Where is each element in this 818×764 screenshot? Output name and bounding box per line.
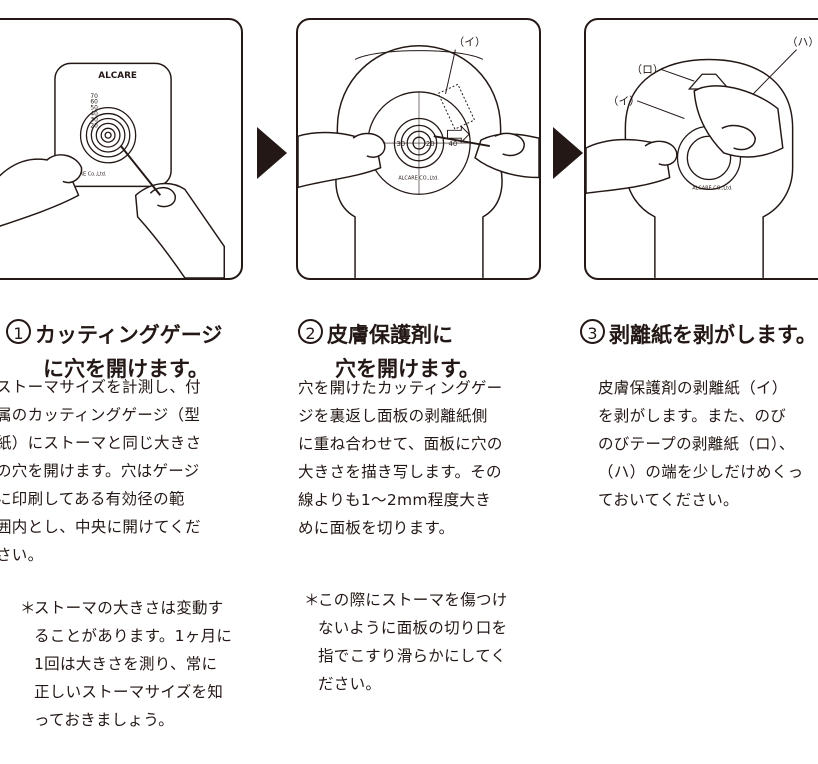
step2-body-line: ジを裏返し面板の剥離紙側 bbox=[298, 407, 488, 425]
cutting-gauge-illustration: ALCARE 70 60 50 40 30 20 ALCARE Co.,Ltd. bbox=[0, 62, 226, 278]
paper-footer-mark: ALCARE CO.,Ltd. bbox=[692, 185, 733, 191]
step1-body-line: さい。 bbox=[0, 546, 44, 564]
step3-illustration: （ハ） （ロ） （イ） ALCARE CO.,Ltd. bbox=[584, 18, 818, 280]
next-step-arrow bbox=[553, 127, 583, 179]
step1-illustration: ALCARE 70 60 50 40 30 20 ALCARE Co.,Ltd. bbox=[0, 18, 243, 280]
step3-body-line: のびテープの剥離紙（ロ）、 bbox=[598, 435, 795, 453]
callout-label-ha: （ハ） bbox=[787, 36, 818, 49]
gauge-tick-20: 20 bbox=[90, 123, 98, 129]
step1-note-line: 1回は大きさを測り、常に bbox=[34, 655, 218, 673]
step3-body-line: （ハ）の端を少しだけめくっ bbox=[598, 463, 804, 481]
gauge-logo: ALCARE bbox=[98, 71, 137, 81]
step2-body-line: 大きさを描き写します。その bbox=[298, 463, 502, 481]
step2-note-line: ないように面板の切り口を bbox=[318, 619, 508, 637]
note-asterisk: ＊ bbox=[20, 599, 36, 617]
step1-body-line: 囲内とし、中央に開けてくだ bbox=[0, 518, 201, 536]
step2-note: ＊ この際にストーマを傷つけ ないように面板の切り口を 指でこすり滑らかにしてく… bbox=[304, 586, 544, 698]
step1-body-line: に印刷してある有効径の範 bbox=[0, 490, 185, 508]
step1-body-line: 属のカッティングゲージ（型 bbox=[0, 406, 201, 424]
gauge-footer-mark: ALCARE Co.,Ltd. bbox=[67, 172, 107, 178]
step2-number: 2 bbox=[298, 319, 323, 344]
step1-body-line: 紙）にストーマと同じ大きさ bbox=[0, 434, 202, 452]
callout-label-i: （イ） bbox=[608, 95, 640, 108]
barrier-footer-mark: ALCARE CO.,Ltd. bbox=[398, 175, 439, 181]
step1-note: ＊ ストーマの大きさは変動す ることがあります。1ヶ月に 1回は大きさを測り、常… bbox=[20, 594, 244, 734]
step2-title-line1: 皮膚保護剤に bbox=[327, 323, 453, 347]
step2-body: 穴を開けたカッティングゲー ジを裏返し面板の剥離紙側 に重ね合わせて、面板に穴の… bbox=[298, 374, 548, 542]
step1-body-line: ストーマサイズを計測し、付 bbox=[0, 378, 201, 396]
step2-body-line: 穴を開けたカッティングゲー bbox=[298, 379, 503, 397]
gauge-tick-40: 40 bbox=[90, 112, 98, 118]
callout-label-i: （イ） bbox=[453, 36, 485, 49]
step2-note-line: 指でこすり滑らかにしてく bbox=[318, 647, 507, 665]
gauge-tick-30: 30 bbox=[90, 117, 98, 123]
callout-label-ro: （ロ） bbox=[631, 63, 663, 76]
next-step-arrow bbox=[257, 127, 287, 179]
step1-note-line: ることがあります。1ヶ月に bbox=[34, 627, 233, 645]
step2-note-line: ださい。 bbox=[318, 675, 382, 693]
step3-body-line: を剥がします。また、のび bbox=[598, 407, 787, 425]
step1-title-line2: に穴を開けます。 bbox=[43, 357, 209, 381]
scale-label-20: 20 bbox=[426, 140, 435, 148]
step1-body: ストーマサイズを計測し、付 属のカッティングゲージ（型 紙）にストーマと同じ大き… bbox=[0, 373, 242, 569]
step3-body-line: 皮膚保護剤の剥離紙（イ） bbox=[598, 379, 788, 397]
scale-label-30: 30 bbox=[396, 140, 405, 148]
step1-note-line: 正しいストーマサイズを知 bbox=[34, 683, 224, 701]
step2-body-line: 線よりも1～2mm程度大き bbox=[298, 491, 492, 509]
release-paper-illustration: （ハ） （ロ） （イ） ALCARE CO.,Ltd. bbox=[586, 36, 818, 278]
step2-note-line: この際にストーマを傷つけ bbox=[318, 591, 508, 609]
note-asterisk: ＊ bbox=[304, 591, 320, 609]
step3-title-line1: 剥離紙を剥がします。 bbox=[609, 323, 817, 347]
step1-title-line1: カッティングゲージ bbox=[35, 323, 223, 347]
step1-body-line: の穴を開けます。穴はゲージ bbox=[0, 462, 200, 480]
step2-title-line2: 穴を開けます。 bbox=[335, 357, 480, 381]
scale-label-40: 40 bbox=[449, 140, 458, 148]
gauge-tick-60: 60 bbox=[90, 100, 98, 106]
step2-illustration: （イ） 50 30 20 40 ALCARE CO.,Ltd. bbox=[296, 18, 541, 280]
step1-note-line: ストーマの大きさは変動す bbox=[34, 599, 224, 617]
step3-body: 皮膚保護剤の剥離紙（イ） を剥がします。また、のび のびテープの剥離紙（ロ）、 … bbox=[598, 374, 818, 514]
skin-barrier-illustration: （イ） 50 30 20 40 ALCARE CO.,Ltd. bbox=[298, 36, 539, 278]
step3-body-line: ておいてください。 bbox=[598, 491, 739, 509]
step1-note-line: っておきましょう。 bbox=[34, 711, 175, 729]
step3-number: 3 bbox=[580, 319, 605, 344]
gauge-tick-50: 50 bbox=[90, 106, 98, 112]
step2-body-line: めに面板を切ります。 bbox=[298, 519, 455, 537]
step2-body-line: に重ね合わせて、面板に穴の bbox=[298, 435, 503, 453]
gauge-tick-70: 70 bbox=[90, 94, 98, 100]
step1-number: 1 bbox=[6, 319, 31, 344]
